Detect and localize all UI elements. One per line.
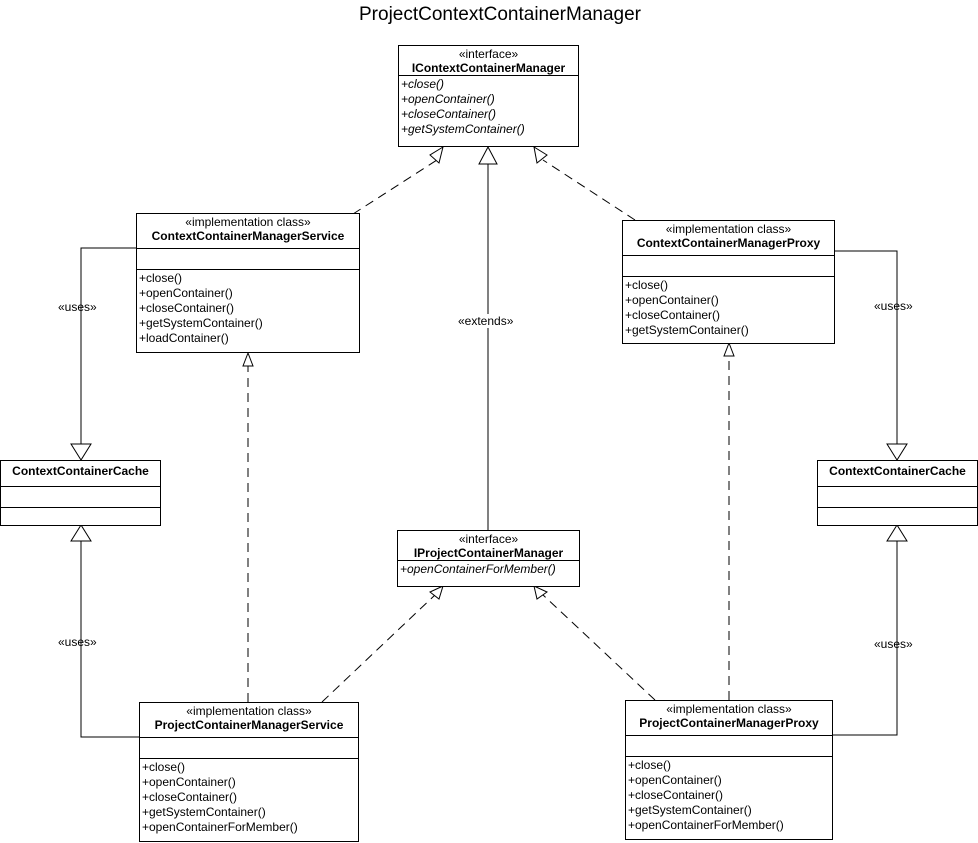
class-name: IContextContainerManager — [411, 61, 566, 75]
arrowhead-iproject-left — [429, 585, 444, 600]
uses-line-top-left — [80, 247, 138, 444]
uses-line-bottom-left — [80, 541, 140, 738]
operation: +closeContainer() — [139, 301, 235, 315]
class-name: ProjectContainerManagerProxy — [639, 716, 819, 730]
operations: +openContainerForMember() — [398, 561, 579, 578]
class-contextcontainercache-left[interactable]: ContextContainerCache — [0, 460, 161, 526]
class-contextcontainercache-right[interactable]: ContextContainerCache — [817, 460, 978, 526]
operation: +openContainer() — [139, 286, 233, 300]
edge-label-uses-top-left: «uses» — [58, 300, 97, 314]
operation: +getSystemContainer() — [401, 122, 525, 136]
arrowhead-icontext-right — [533, 145, 548, 164]
operation: +openContainer() — [142, 775, 236, 789]
arrowhead-ccm-proxy — [723, 341, 735, 357]
edge-label-extends: «extends» — [458, 314, 514, 328]
operation: +openContainer() — [628, 773, 722, 787]
edge-label-uses-bottom-left: «uses» — [58, 635, 97, 649]
class-contextcontainermanagerservice[interactable]: «implementation class» ContextContainerM… — [136, 213, 360, 353]
realization-ccm-proxy — [542, 159, 636, 221]
arrowhead-cache-right-top — [886, 443, 908, 461]
arrowhead-icontext-extends — [478, 145, 498, 165]
operation: +openContainerForMember() — [400, 562, 556, 576]
operation: +close() — [142, 760, 186, 774]
operations: +close() +openContainer() +closeContaine… — [399, 76, 578, 138]
operation: +getSystemContainer() — [628, 803, 752, 817]
operation: +closeContainer() — [142, 790, 238, 804]
arrowhead-cache-left-top — [70, 443, 92, 461]
operations: +close() +openContainer() +closeContaine… — [626, 757, 832, 834]
class-name: ProjectContainerManagerService — [154, 718, 344, 732]
stereotype: «interface» — [458, 47, 519, 61]
operation: +getSystemContainer() — [625, 323, 749, 337]
operations: +close() +openContainer() +closeContaine… — [137, 270, 359, 347]
class-name: ContextContainerManagerService — [151, 229, 345, 243]
realization-pcm-proxy-iproject — [541, 593, 656, 701]
class-iprojectcontainermanager[interactable]: «interface» IProjectContainerManager +op… — [397, 530, 580, 587]
operation: +loadContainer() — [139, 331, 229, 345]
operation: +close() — [625, 278, 669, 292]
class-projectcontainermanagerproxy[interactable]: «implementation class» ProjectContainerM… — [625, 700, 833, 840]
operation: +close() — [401, 77, 445, 91]
arrowhead-iproject-right — [533, 585, 548, 600]
edge-label-uses-bottom-right: «uses» — [874, 637, 913, 651]
class-contextcontainermanagerproxy[interactable]: «implementation class» ContextContainerM… — [622, 220, 835, 344]
operation: +close() — [628, 758, 672, 772]
arrowhead-icontext-left — [429, 145, 444, 164]
operation: +closeContainer() — [628, 788, 724, 802]
arrowhead-ccm-service — [242, 351, 254, 367]
class-icontextcontainermanager[interactable]: «interface» IContextContainerManager +cl… — [398, 45, 579, 147]
class-name: ContextContainerManagerProxy — [636, 236, 821, 250]
operations: +close() +openContainer() +closeContaine… — [623, 277, 834, 339]
operation: +openContainer() — [625, 293, 719, 307]
operation: +openContainerForMember() — [142, 820, 298, 834]
arrowhead-cache-left-bottom — [70, 524, 92, 542]
edge-label-uses-top-right: «uses» — [874, 299, 913, 313]
operation: +openContainer() — [401, 92, 495, 106]
stereotype: «implementation class» — [665, 222, 792, 236]
stereotype: «implementation class» — [186, 704, 312, 718]
arrowhead-cache-right-bottom — [886, 524, 908, 542]
operations: +close() +openContainer() +closeContaine… — [140, 759, 358, 836]
realization-ccm-service — [352, 159, 438, 215]
realization-pcm-service-iproject — [321, 593, 437, 703]
stereotype: «implementation class» — [666, 702, 792, 716]
stereotype: «implementation class» — [185, 215, 311, 229]
class-name: ContextContainerCache — [12, 464, 149, 478]
operation: +getSystemContainer() — [142, 805, 266, 819]
uses-line-top-right — [834, 250, 898, 444]
stereotype: «interface» — [458, 532, 519, 546]
operation: +close() — [139, 271, 183, 285]
uses-line-bottom-right — [832, 541, 898, 736]
operation: +closeContainer() — [401, 107, 497, 121]
operation: +getSystemContainer() — [139, 316, 263, 330]
class-name: ContextContainerCache — [829, 464, 966, 478]
diagram-title: ProjectContextContainerManager — [359, 4, 641, 25]
class-projectcontainermanagerservice[interactable]: «implementation class» ProjectContainerM… — [139, 702, 359, 842]
class-name: IProjectContainerManager — [413, 546, 564, 560]
operation: +openContainerForMember() — [628, 818, 784, 832]
operation: +closeContainer() — [625, 308, 721, 322]
